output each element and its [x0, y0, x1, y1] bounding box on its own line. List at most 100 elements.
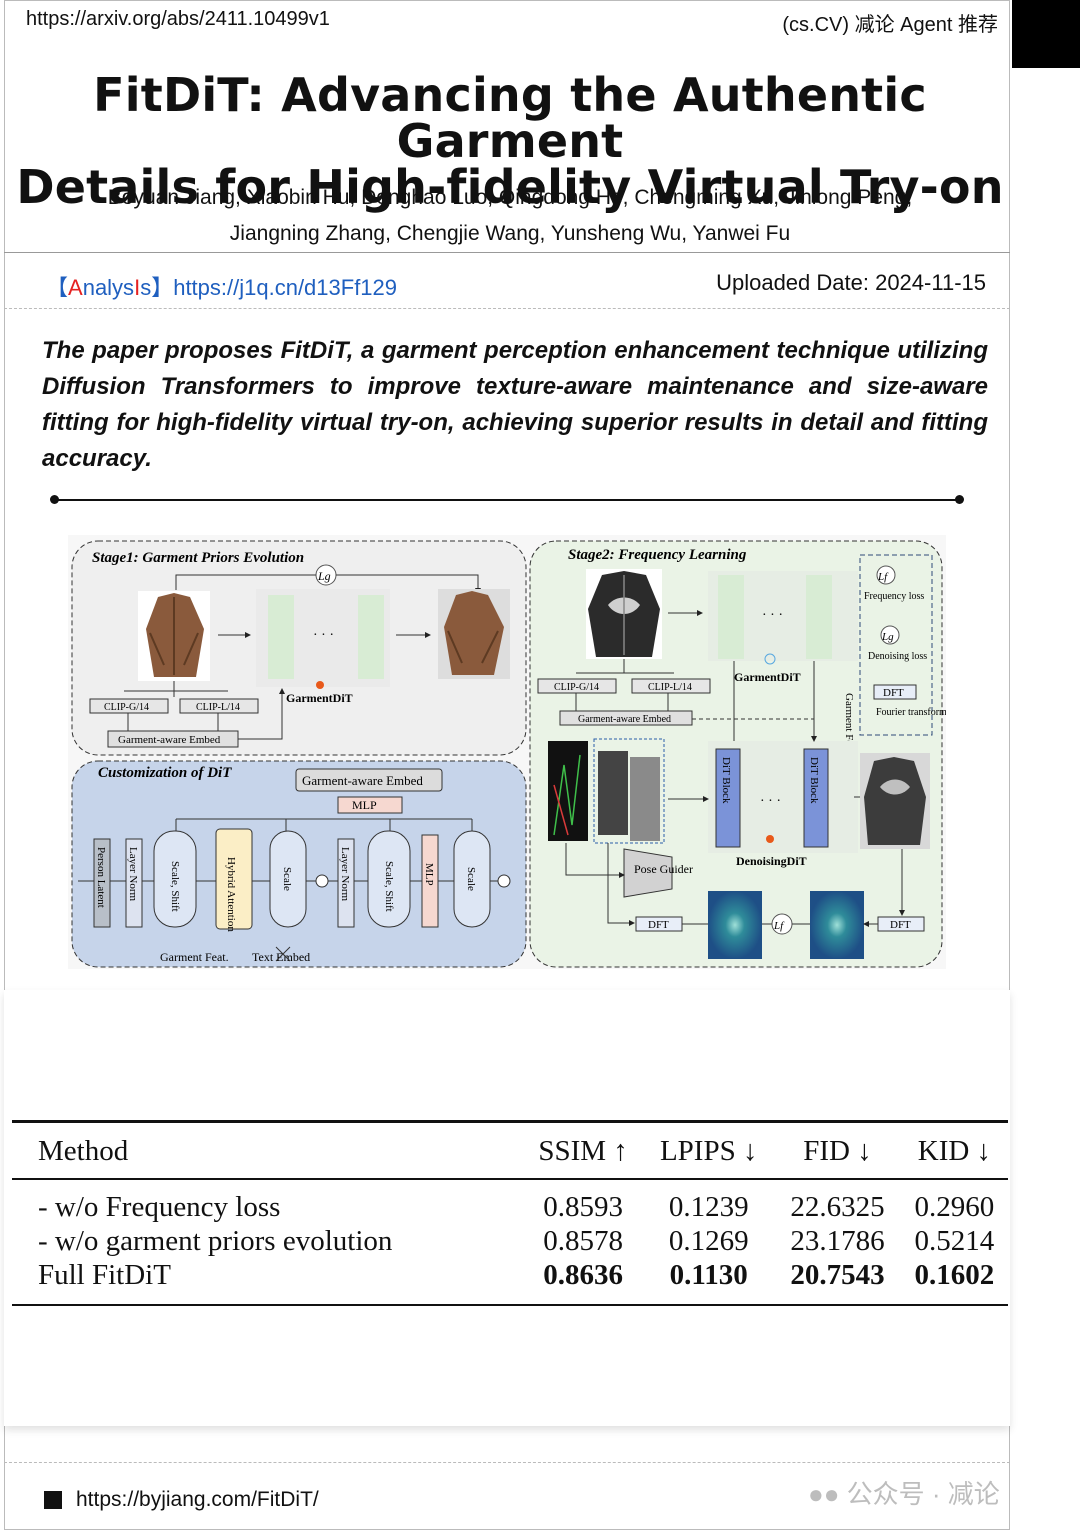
row-lpips: 0.1239	[668, 1191, 749, 1223]
analysis-letter-i: I	[134, 275, 141, 300]
legend-frequency-loss: Frequency loss	[864, 591, 924, 602]
lf-center: Lf	[773, 920, 785, 932]
wechat-icon: ●●	[808, 1479, 840, 1509]
watermark: ●● 公众号 · 减论	[808, 1474, 1000, 1511]
header-lpips: LPIPS ↓	[643, 1120, 775, 1180]
stage1-clip-g: CLIP-G/14	[104, 702, 149, 713]
authors-line-1: Boyuan Jiang, Xiaobin Hu, Donghao Luo, Q…	[107, 186, 913, 209]
header-fid: FID ↓	[774, 1120, 901, 1180]
divider-dashed	[4, 308, 1010, 310]
scale-2: Scale	[465, 867, 477, 891]
analysis-letter-a: A	[68, 275, 83, 300]
dit-block-1: DiT Block	[720, 757, 732, 804]
bracket-close: 】	[151, 275, 174, 300]
row-method: Full FitDiT	[12, 1258, 524, 1306]
row-method: - w/o Frequency loss	[38, 1191, 281, 1223]
row-fid: 22.6325	[790, 1191, 885, 1223]
row-lpips: 0.1130	[643, 1258, 775, 1306]
analysis-link-row[interactable]: 【AnalysIs】https://j1q.cn/d13Ff129	[46, 270, 397, 302]
stage1-clip-l: CLIP-L/14	[196, 702, 240, 713]
uploaded-date: Uploaded Date: 2024-11-15	[716, 270, 986, 295]
stage1-ellipsis: · · ·	[313, 628, 334, 643]
footer-divider	[4, 1462, 1010, 1464]
stage2-gae: Garment-aware Embed	[578, 714, 671, 725]
header-ssim: SSIM ↑	[523, 1120, 644, 1180]
divider	[4, 252, 1010, 253]
table-row: - w/o garment priors evolution 0.8578 0.…	[12, 1224, 1008, 1258]
bullet-square-icon	[44, 1491, 62, 1509]
section-rule	[54, 499, 960, 501]
scale-shift-1: Scale, Shift	[169, 861, 181, 912]
header-method: Method	[12, 1120, 524, 1180]
stage2-clip-l: CLIP-L/14	[648, 682, 692, 693]
custom-text-embed: Text Embed	[252, 950, 310, 964]
table-header-row: Method SSIM ↑ LPIPS ↓ FID ↓ KID ↓	[12, 1120, 1008, 1180]
custom-garment-feat: Garment Feat.	[160, 950, 229, 964]
row-ssim: 0.8593	[543, 1191, 623, 1223]
stage1-label: Stage1: Garment Priors Evolution	[92, 550, 304, 566]
dft-left: DFT	[648, 919, 669, 931]
row-fid: 23.1786	[790, 1225, 885, 1257]
row-ssim: 0.8636	[523, 1258, 644, 1306]
row-kid: 0.2960	[914, 1191, 995, 1223]
stage1-gae: Garment-aware Embed	[118, 734, 221, 746]
stage2-clip-g: CLIP-G/14	[554, 682, 599, 693]
project-url-link[interactable]: https://byjiang.com/FitDiT/	[76, 1488, 319, 1511]
custom-mlp: MLP	[352, 798, 377, 812]
table-card	[4, 990, 1010, 1426]
corner-block	[1012, 0, 1080, 68]
stage2-denoisingdit: DenoisingDiT	[736, 854, 807, 868]
layer-norm-2: Layer Norm	[339, 847, 351, 902]
dft-right: DFT	[890, 919, 911, 931]
custom-gae: Garment-aware Embed	[302, 773, 423, 788]
page-frame	[4, 0, 1010, 1530]
person-latent: Person Latent	[95, 847, 107, 908]
stage2-label: Stage2: Frequency Learning	[568, 547, 747, 563]
table-row: Full FitDiT 0.8636 0.1130 20.7543 0.1602	[12, 1258, 1008, 1306]
stage2-ellipsis-top: · · ·	[762, 608, 783, 623]
title-line-2: Details for High-fidelity Virtual Try-on	[16, 160, 1004, 214]
stage1-garmentdit: GarmentDiT	[286, 691, 353, 705]
paper-title: FitDiT: Advancing the Authentic Garment …	[10, 72, 1010, 210]
row-kid: 0.5214	[914, 1225, 995, 1257]
analysis-link[interactable]: https://j1q.cn/d13Ff129	[173, 275, 398, 300]
rule-dot-left	[50, 495, 59, 504]
layer-norm-1: Layer Norm	[127, 847, 139, 902]
custom-label: Customization of DiT	[98, 765, 232, 781]
legend-fourier: Fourier transform	[876, 707, 946, 718]
legend-denoising-loss: Denoising loss	[868, 651, 927, 662]
table-row: - w/o Frequency loss 0.8593 0.1239 22.63…	[12, 1179, 1008, 1224]
legend-dft: DFT	[883, 687, 904, 699]
legend-lf: Lf	[877, 571, 889, 583]
row-lpips: 0.1269	[668, 1225, 749, 1257]
mlp-block: MLP	[423, 863, 435, 886]
bracket-open: 【	[46, 275, 69, 300]
row-fid: 20.7543	[774, 1258, 901, 1306]
watermark-text: 公众号 · 减论	[846, 1479, 1000, 1509]
ablation-table: Method SSIM ↑ LPIPS ↓ FID ↓ KID ↓ - w/o …	[12, 1120, 1008, 1306]
row-kid: 0.1602	[900, 1258, 1008, 1306]
pose-guider-line: Pose Guider	[634, 862, 693, 876]
category-tag: (cs.CV) 减论 Agent 推荐	[782, 14, 998, 36]
summary-text: The paper proposes FitDiT, a garment per…	[42, 337, 988, 472]
dit-block-2: DiT Block	[808, 757, 820, 804]
authors-line-2: Jiangning Zhang, Chengjie Wang, Yunsheng…	[229, 222, 791, 245]
arxiv-url-link[interactable]: https://arxiv.org/abs/2411.10499v1	[26, 8, 330, 30]
authors: Boyuan Jiang, Xiaobin Hu, Donghao Luo, Q…	[10, 180, 1010, 252]
scale-1: Scale	[281, 867, 293, 891]
row-method: - w/o garment priors evolution	[38, 1225, 393, 1257]
analysis-word: nalys	[82, 275, 135, 300]
lg-symbol: Lg	[317, 569, 331, 583]
stage2-garmentdit: GarmentDiT	[734, 670, 801, 684]
stage2-ellipsis-bottom: · · ·	[760, 794, 781, 809]
rule-dot-right	[955, 495, 964, 504]
legend-lg: Lg	[881, 631, 894, 643]
scale-shift-2: Scale, Shift	[383, 861, 395, 912]
stage2-garment-feat: Garment Feat.	[843, 693, 855, 756]
title-line-1: FitDiT: Advancing the Authentic Garment	[93, 68, 927, 168]
header-kid: KID ↓	[900, 1120, 1008, 1180]
row-ssim: 0.8578	[543, 1225, 623, 1257]
analysis-letter-s: s	[140, 275, 152, 300]
architecture-figure: Stage1: Garment Priors Evolution Lg · · …	[68, 535, 946, 969]
hybrid-attention: Hybrid Attention	[225, 857, 237, 932]
